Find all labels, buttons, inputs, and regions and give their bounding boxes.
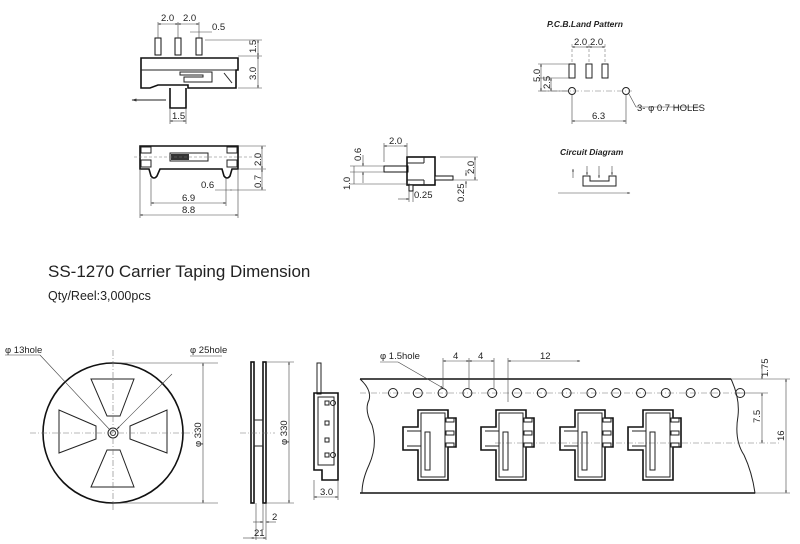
component-pocket — [402, 409, 457, 481]
sprocket-hole — [561, 388, 572, 398]
dim-pin-height: 1.5 — [248, 40, 259, 53]
reel-front: φ 13hole φ 25hole φ 330 — [5, 345, 227, 512]
circuit-diagram: Circuit Diagram — [558, 147, 631, 194]
dim-pitch-1: 2.0 — [161, 13, 174, 24]
sprocket-hole — [388, 388, 398, 398]
dim-overall-width: 8.8 — [182, 205, 195, 216]
sprocket-hole — [536, 388, 547, 398]
reel-diameter: φ 330 — [193, 422, 204, 447]
tape-cross-section: 3.0 — [313, 362, 339, 500]
sprocket-holes — [388, 388, 746, 398]
component-pocket — [480, 409, 535, 481]
tape-width: 16 — [776, 430, 787, 441]
reel-hub-hole-label: φ 13hole — [5, 345, 42, 356]
pcb-pitch-1: 2.0 — [574, 37, 587, 48]
quantity-per-reel: Qty/Reel:3,000pcs — [48, 289, 151, 303]
hole-pitch-2: 4 — [478, 351, 483, 362]
switch-body — [140, 57, 239, 89]
hole-pitch-1: 4 — [453, 351, 458, 362]
dim-pin-dia: 0.6 — [353, 148, 364, 161]
reel-side-diameter: φ 330 — [279, 420, 290, 445]
pcb-holes-label: 3- φ 0.7 HOLES — [637, 103, 705, 114]
component-pitch: 12 — [540, 351, 551, 362]
pcb-hole-spacing: 6.3 — [592, 111, 605, 122]
reel-width: 21 — [254, 528, 265, 539]
edge-to-hole: 1.75 — [760, 359, 771, 378]
dim-pitch-2: 2.0 — [183, 13, 196, 24]
carrier-tape: φ 1.5hole 4 4 12 1.75 7.5 16 — [359, 351, 790, 494]
pin — [154, 37, 162, 56]
pcb-pitch-2: 2.0 — [590, 37, 603, 48]
sprocket-hole — [636, 388, 646, 398]
pin — [174, 37, 182, 56]
dim-inner-width: 6.9 — [182, 193, 195, 204]
sprocket-hole-label: φ 1.5hole — [380, 351, 420, 362]
pcb-pad-offset: 2.5 — [542, 76, 553, 89]
reel-side: φ 330 2 21 — [240, 361, 294, 540]
reel-flange: 2 — [272, 512, 277, 523]
dim-gap: 0.6 — [201, 180, 214, 191]
pad — [585, 63, 593, 79]
hole-to-center: 7.5 — [752, 410, 763, 423]
switch-front-body — [139, 145, 239, 179]
circuit-label: Circuit Diagram — [560, 147, 624, 157]
pcb-pad-height: 5.0 — [532, 69, 543, 82]
sprocket-hole — [412, 388, 423, 398]
front-view: 2.0 0.7 0.6 6.9 8.8 — [134, 145, 266, 218]
dim-lead-drop: 0.25 — [456, 184, 467, 203]
pin — [195, 37, 203, 56]
sprocket-hole — [512, 388, 522, 398]
sprocket-hole — [437, 388, 448, 398]
top-view: 2.0 2.0 0.5 1.5 3.0 1.5 — [131, 13, 262, 124]
sprocket-hole — [586, 388, 597, 398]
pad — [601, 63, 609, 79]
sprocket-hole — [685, 388, 696, 398]
dim-offset: 1.0 — [342, 177, 353, 190]
section-title: SS-1270 Carrier Taping Dimension — [48, 262, 311, 281]
side-view: 2.0 0.6 1.0 0.25 2.0 0.25 — [342, 136, 478, 202]
reel-center-hole-label: φ 25hole — [190, 345, 227, 356]
dim-pin-width: 0.5 — [212, 22, 225, 33]
sprocket-hole — [660, 388, 671, 398]
component-pocket — [627, 409, 682, 481]
sprocket-hole — [611, 388, 622, 398]
component-pockets — [402, 409, 682, 481]
pcb-land-pattern: P.C.B.Land Pattern 2.0 2.0 5.0 2.5 6.3 3… — [532, 19, 705, 124]
dim-actuator-width: 1.5 — [172, 111, 185, 122]
sprocket-hole — [710, 388, 721, 398]
pcb-label: P.C.B.Land Pattern — [547, 19, 623, 29]
dim-lead-thickness: 0.25 — [414, 190, 433, 201]
dim-body-height: 3.0 — [248, 67, 259, 80]
component-pocket — [559, 409, 614, 481]
actuator — [169, 88, 187, 109]
dim-pin-length: 2.0 — [389, 136, 402, 147]
sprocket-hole — [487, 388, 498, 398]
sprocket-hole — [462, 388, 473, 398]
dim-side-height: 2.0 — [466, 161, 477, 174]
dim-foot: 0.7 — [253, 175, 264, 188]
pad — [568, 63, 576, 79]
dim-front-height: 2.0 — [253, 153, 264, 166]
tape-depth: 3.0 — [320, 487, 333, 498]
